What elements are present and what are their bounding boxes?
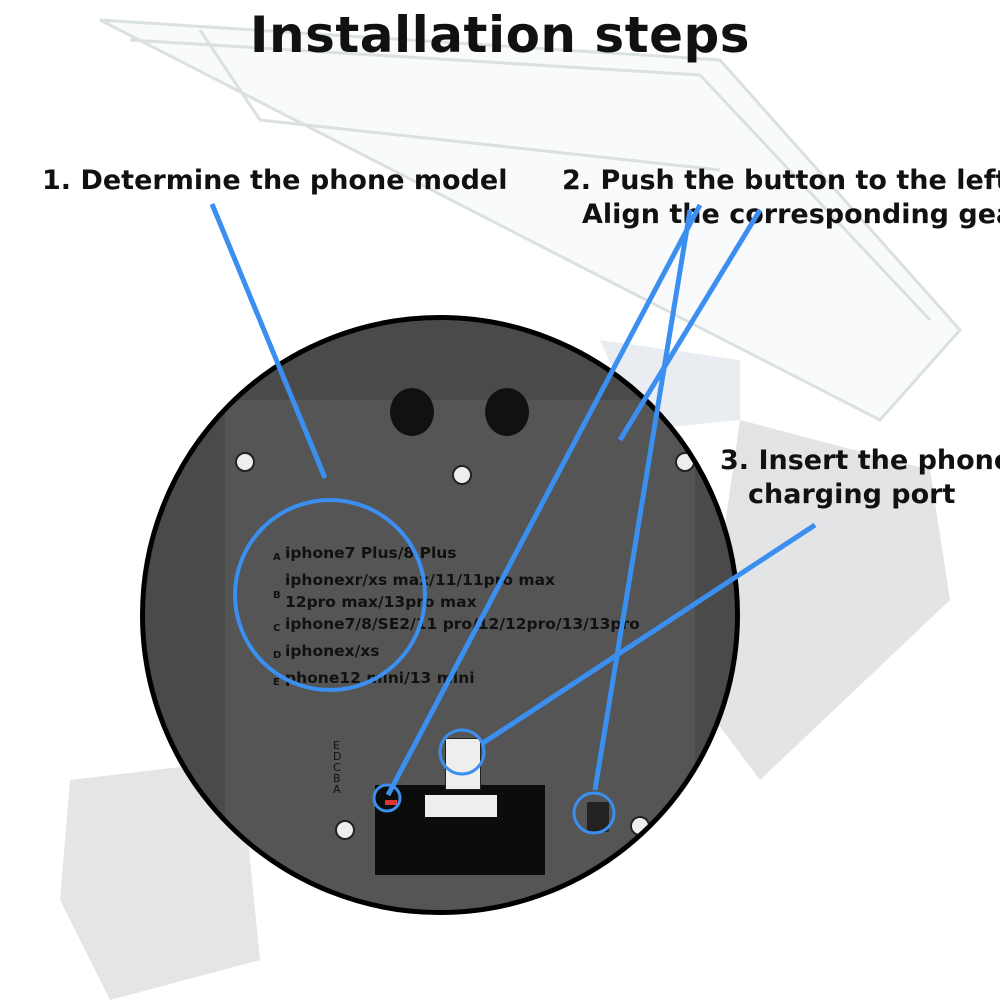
step-2-number: 2. [562, 165, 592, 196]
suction-cup-right [485, 388, 529, 436]
highlight-circle-slide-button [572, 791, 616, 835]
gear-indicator-red [385, 800, 397, 805]
gear-letter: B [273, 590, 281, 601]
pointer-line-step2b [617, 208, 763, 442]
pointer-line-step2c [592, 209, 693, 791]
gear-mark: D [333, 750, 342, 763]
screw-icon [452, 465, 472, 485]
gear-scale: E D C B A [333, 740, 341, 795]
pointer-line-step1 [209, 203, 328, 479]
gear-letter: C [273, 623, 281, 634]
screw-icon [335, 820, 355, 840]
page-title: Installation steps [249, 6, 751, 64]
suction-cup-left [390, 388, 434, 436]
model-text: 12pro max/13pro max [285, 593, 477, 611]
screw-icon [675, 452, 695, 472]
step-1-text: Determine the phone model [80, 165, 508, 196]
gear-mark: C [333, 761, 341, 774]
step-1-label: 1. Determine the phone model [42, 164, 507, 198]
step-3-text: Insert the phone [758, 445, 1000, 476]
step-3-label: 3. Insert the phone charging port [720, 444, 1000, 512]
step-2-label: 2. Push the button to the left Align the… [562, 164, 1000, 232]
screw-icon [630, 816, 650, 836]
highlight-circle-model-list [233, 498, 427, 692]
model-text: iphonex/xs [285, 642, 380, 660]
highlight-circle-gear-indicator [372, 783, 402, 813]
pointer-line-step2a [385, 203, 703, 797]
gear-mark: E [333, 739, 340, 752]
connector-base [425, 795, 497, 817]
model-text: iphonexr/xs max/11/11pro max [285, 571, 556, 589]
screw-icon [235, 452, 255, 472]
gear-letter: D [273, 650, 282, 661]
step-2-text-line2: Align the corresponding gear [582, 199, 1000, 230]
step-3-number: 3. [720, 445, 750, 476]
gear-mark: A [333, 783, 341, 796]
step-2-text: Push the button to the left [600, 165, 1000, 196]
step-3-text-line2: charging port [748, 479, 956, 510]
pointer-line-step3 [481, 522, 817, 746]
gear-letter: E [273, 677, 280, 688]
model-text: iphone7/8/SE2/11 pro/12/12pro/13/13pro [285, 615, 640, 633]
highlight-circle-connector [438, 728, 486, 776]
gear-letter: A [273, 552, 281, 563]
step-1-number: 1. [42, 165, 72, 196]
gear-mark: B [333, 772, 341, 785]
